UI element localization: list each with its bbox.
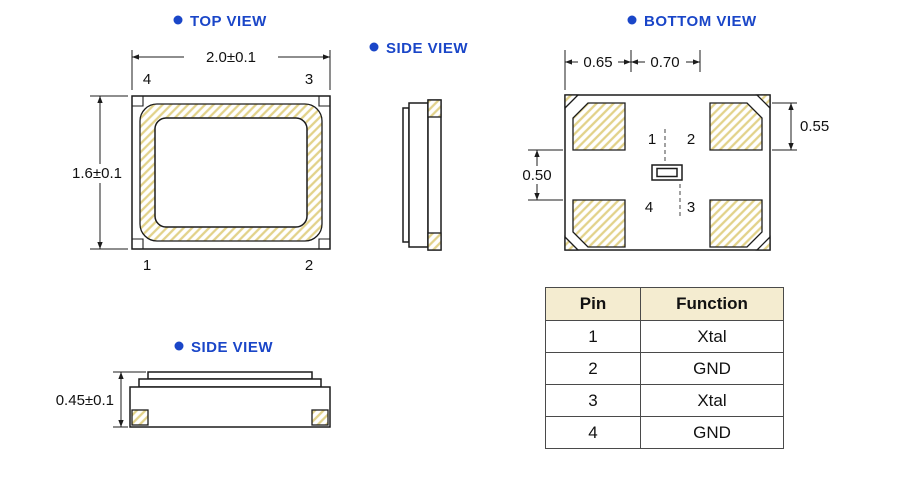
pin-function-table: Pin Function 1 Xtal 2 GND 3 Xtal 4 GND [545, 287, 784, 449]
top-view: TOP VIEW 2.0±0.1 1.6±0.1 4 3 1 2 [64, 13, 331, 274]
side-view-upper-lid-edge [402, 107, 410, 243]
bottom-view-pad-2 [709, 102, 763, 151]
bottom-view-pad-width-dimension: 0.65 [564, 50, 632, 90]
bullet-icon [369, 42, 379, 52]
pin-function-cell: GND [640, 416, 784, 449]
bottom-view-pin-3-label: 3 [687, 199, 695, 216]
side-view-lower: SIDE VIEW 0.45±0.1 [56, 339, 331, 428]
pin-number-cell: 4 [545, 416, 641, 449]
table-row: 1 Xtal [545, 320, 784, 353]
row-gap-dim-text: 0.50 [522, 167, 551, 184]
top-view-label: TOP VIEW [190, 13, 267, 30]
top-view-width-dimension: 2.0±0.1 [131, 47, 331, 90]
bullet-icon [627, 15, 637, 25]
side-view-lower-pad-right [311, 409, 329, 426]
bottom-view-pin-2-label: 2 [687, 131, 695, 148]
top-view-lid [154, 117, 308, 228]
pin-function-cell: Xtal [640, 384, 784, 417]
pad-height-dim-text: 0.55 [800, 118, 829, 135]
bottom-view-pin-4-label: 4 [645, 199, 653, 216]
pin-function-cell: GND [640, 352, 784, 385]
side-view-upper-label: SIDE VIEW [386, 40, 468, 57]
function-column-header: Function [640, 287, 784, 321]
pad-gap-dim-text: 0.70 [650, 54, 679, 71]
side-view-lower-height-dim-text: 0.45±0.1 [56, 392, 114, 409]
table-row: 3 Xtal [545, 384, 784, 417]
pin-number-cell: 3 [545, 384, 641, 417]
bottom-view-pad-3 [709, 199, 763, 248]
bottom-view-pad-1 [572, 102, 626, 151]
top-view-pin-4-label: 4 [143, 71, 151, 88]
bottom-view-label: BOTTOM VIEW [644, 13, 757, 30]
pad-width-dim-text: 0.65 [583, 54, 612, 71]
bottom-view-pin-1-label: 1 [648, 131, 656, 148]
crystal-symbol-inner [656, 167, 678, 178]
top-view-height-dimension: 1.6±0.1 [64, 95, 130, 250]
side-view-upper-base [427, 99, 442, 251]
top-view-width-dim-text: 2.0±0.1 [206, 49, 256, 66]
side-view-upper: SIDE VIEW [369, 40, 468, 251]
side-view-lower-pad-left [131, 409, 149, 426]
pin-column-header: Pin [545, 287, 641, 321]
side-view-lower-height-dimension: 0.45±0.1 [56, 371, 146, 428]
side-view-upper-body [408, 102, 429, 248]
table-row: 4 GND [545, 416, 784, 449]
side-view-lower-lid-top [147, 371, 313, 380]
top-view-pin-3-label: 3 [305, 71, 313, 88]
bottom-view-corner-castellations [564, 94, 771, 251]
top-view-corner-notches [132, 96, 330, 249]
bullet-icon [173, 15, 183, 25]
bottom-view-pad-4 [572, 199, 626, 248]
bottom-view-row-gap-dimension: 0.50 [515, 149, 563, 201]
bullet-icon [174, 341, 184, 351]
top-view-pin-1-label: 1 [143, 257, 151, 274]
table-row: 2 GND [545, 352, 784, 385]
bottom-view-pad-height-dimension: 0.55 [772, 102, 829, 151]
pin-function-cell: Xtal [640, 320, 784, 353]
table-header-row: Pin Function [545, 287, 784, 321]
bottom-view: BOTTOM VIEW 1 2 4 3 0.65 [515, 13, 829, 251]
side-view-upper-pad-top [427, 99, 442, 118]
bottom-view-pad-gap-dimension: 0.70 [631, 50, 701, 72]
pin-number-cell: 2 [545, 352, 641, 385]
side-view-lower-label: SIDE VIEW [191, 339, 273, 356]
top-view-pin-2-label: 2 [305, 257, 313, 274]
pin-number-cell: 1 [545, 320, 641, 353]
side-view-upper-pad-bottom [427, 232, 442, 251]
top-view-height-dim-text: 1.6±0.1 [72, 165, 122, 182]
side-view-lower-body [129, 386, 331, 428]
side-view-lower-lid-flange [138, 378, 322, 388]
